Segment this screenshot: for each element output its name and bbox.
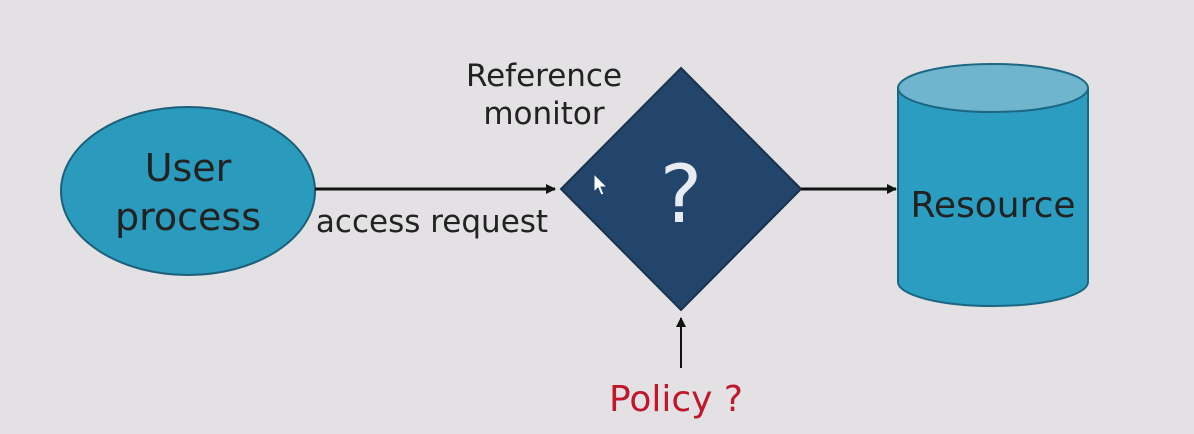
access-request-label: access request — [316, 204, 548, 240]
reference-monitor-diamond — [559, 66, 803, 312]
mouse-pointer-icon — [593, 172, 609, 196]
user-process-label-line2: process — [115, 195, 261, 239]
resource-cylinder-top — [897, 63, 1089, 113]
user-process-label-line1: User — [145, 146, 232, 190]
reference-monitor-node: ? — [559, 66, 803, 312]
access-request-arrow-group: access request — [315, 184, 556, 240]
user-process-ellipse — [60, 106, 316, 276]
policy-input: Policy ? — [609, 317, 743, 420]
resource-label: Resource — [910, 185, 1075, 226]
reference-monitor-label-line2: monitor — [483, 96, 605, 132]
resource-cylinder-body — [897, 87, 1089, 307]
resource-node: Resource — [897, 63, 1089, 307]
user-process-node: User process — [60, 106, 316, 276]
reference-monitor-label-line1: Reference — [466, 58, 622, 94]
reference-monitor-question-mark: ? — [660, 148, 702, 241]
policy-label: Policy ? — [609, 379, 743, 420]
reference-monitor-label: Reference monitor — [466, 58, 622, 132]
